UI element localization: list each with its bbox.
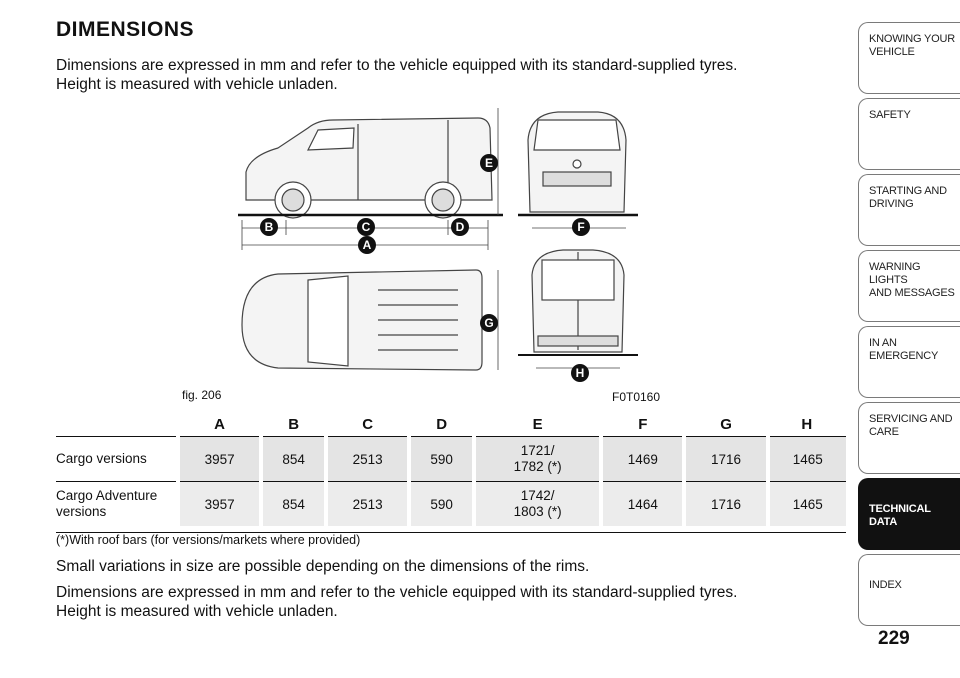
intro-line-1: Dimensions are expressed in mm and refer… — [56, 57, 738, 74]
table-cell: 1716 — [682, 481, 768, 526]
tab-label: VEHICLE — [869, 46, 915, 58]
page-number: 229 — [878, 628, 910, 649]
side-view-van — [245, 117, 493, 219]
table-cell: 590 — [407, 481, 475, 526]
marker-H: H — [571, 364, 589, 382]
intro-line-2: Height is measured with vehicle unladen. — [56, 76, 338, 93]
column-header: D — [436, 415, 448, 433]
table-cell: 3957 — [175, 481, 262, 526]
dimensions-table: A B C D E F G H Cargo versions 3957 854 … — [56, 412, 846, 526]
tab-technical-data[interactable]: TECHNICAL DATA — [858, 478, 960, 550]
table-cell: 1742/ 1803 (*) — [472, 481, 602, 526]
table-row: Cargo Adventure versions 3957 854 2513 5… — [56, 481, 846, 526]
note-rims: Small variations in size are possible de… — [56, 558, 590, 575]
marker-D: D — [451, 218, 469, 236]
marker-A: A — [358, 236, 376, 254]
vehicle-dimensions-figure: E B C D F A G H fig. 206 F0T0160 — [158, 100, 688, 404]
tab-servicing-and-care[interactable]: SERVICING AND CARE — [858, 402, 960, 474]
note-dimensions: Dimensions are expressed in mm and refer… — [56, 583, 816, 621]
tab-knowing-your-vehicle[interactable]: KNOWING YOUR VEHICLE — [858, 22, 960, 94]
figure-label: fig. 206 — [182, 388, 222, 402]
tab-index[interactable]: INDEX — [858, 554, 960, 626]
tab-starting-and-driving[interactable]: STARTING AND DRIVING — [858, 174, 960, 246]
column-header: H — [801, 415, 813, 433]
row-label: Cargo Adventure versions — [56, 481, 178, 526]
column-header: E — [532, 415, 543, 433]
table-row: Cargo versions 3957 854 2513 590 1721/ 1… — [56, 436, 846, 482]
table-corner — [56, 412, 178, 437]
table-bottom-rule — [56, 532, 846, 533]
table-cell: 2513 — [324, 481, 410, 526]
row-label: Cargo versions — [56, 436, 178, 482]
tab-label: IN AN EMERGENCY — [869, 337, 939, 362]
tab-label: TECHNICAL DATA — [869, 503, 931, 528]
column-header: A — [214, 415, 226, 433]
marker-C: C — [357, 218, 375, 236]
table-cell: 590 — [407, 436, 475, 482]
table-cell: 3957 — [175, 436, 262, 482]
page-title: DIMENSIONS — [56, 18, 195, 41]
tab-label: CARE — [869, 426, 899, 438]
table-cell: 1469 — [599, 436, 685, 482]
figure-code: F0T0160 — [612, 390, 661, 404]
column-header: G — [720, 415, 732, 433]
marker-G: G — [480, 314, 498, 332]
tab-label: INDEX — [869, 579, 902, 591]
table-cell: 1464 — [599, 481, 685, 526]
tab-label: STARTING AND — [869, 185, 947, 197]
note-line-2: Height is measured with vehicle unladen. — [56, 603, 338, 620]
table-cell: 854 — [259, 436, 327, 482]
note-line-1: Dimensions are expressed in mm and refer… — [56, 584, 738, 601]
tab-label: DRIVING — [869, 198, 914, 210]
table-cell: 1465 — [765, 436, 846, 482]
table-cell: 1721/ 1782 (*) — [472, 436, 602, 482]
chapter-tabs: KNOWING YOUR VEHICLE SAFETY STARTING AND… — [858, 22, 960, 630]
tab-label: KNOWING YOUR — [869, 33, 956, 45]
tab-label: SAFETY — [869, 109, 911, 121]
column-header: C — [362, 415, 374, 433]
top-view-van — [241, 269, 483, 371]
front-view-van — [527, 111, 627, 213]
marker-B: B — [260, 218, 278, 236]
intro-text: Dimensions are expressed in mm and refer… — [56, 56, 816, 94]
tab-label: WARNING LIGHTS — [869, 261, 921, 286]
table-cell: 854 — [259, 481, 327, 526]
rear-view-van — [531, 249, 625, 353]
table-cell: 1465 — [765, 481, 846, 526]
tab-label: AND MESSAGES — [869, 287, 955, 299]
tab-warning-lights[interactable]: WARNING LIGHTS AND MESSAGES — [858, 250, 960, 322]
column-header: B — [288, 415, 300, 433]
column-header: F — [638, 415, 648, 433]
table-header-row: A B C D E F G H — [56, 412, 846, 437]
table-cell: 2513 — [324, 436, 410, 482]
tab-label: SERVICING AND — [869, 413, 953, 425]
table-footnote: (*)With roof bars (for versions/markets … — [56, 533, 361, 547]
marker-E: E — [480, 154, 498, 172]
tab-safety[interactable]: SAFETY — [858, 98, 960, 170]
tab-in-an-emergency[interactable]: IN AN EMERGENCY — [858, 326, 960, 398]
table-cell: 1716 — [682, 436, 768, 482]
marker-F: F — [572, 218, 590, 236]
vehicle-drawings — [238, 108, 638, 371]
